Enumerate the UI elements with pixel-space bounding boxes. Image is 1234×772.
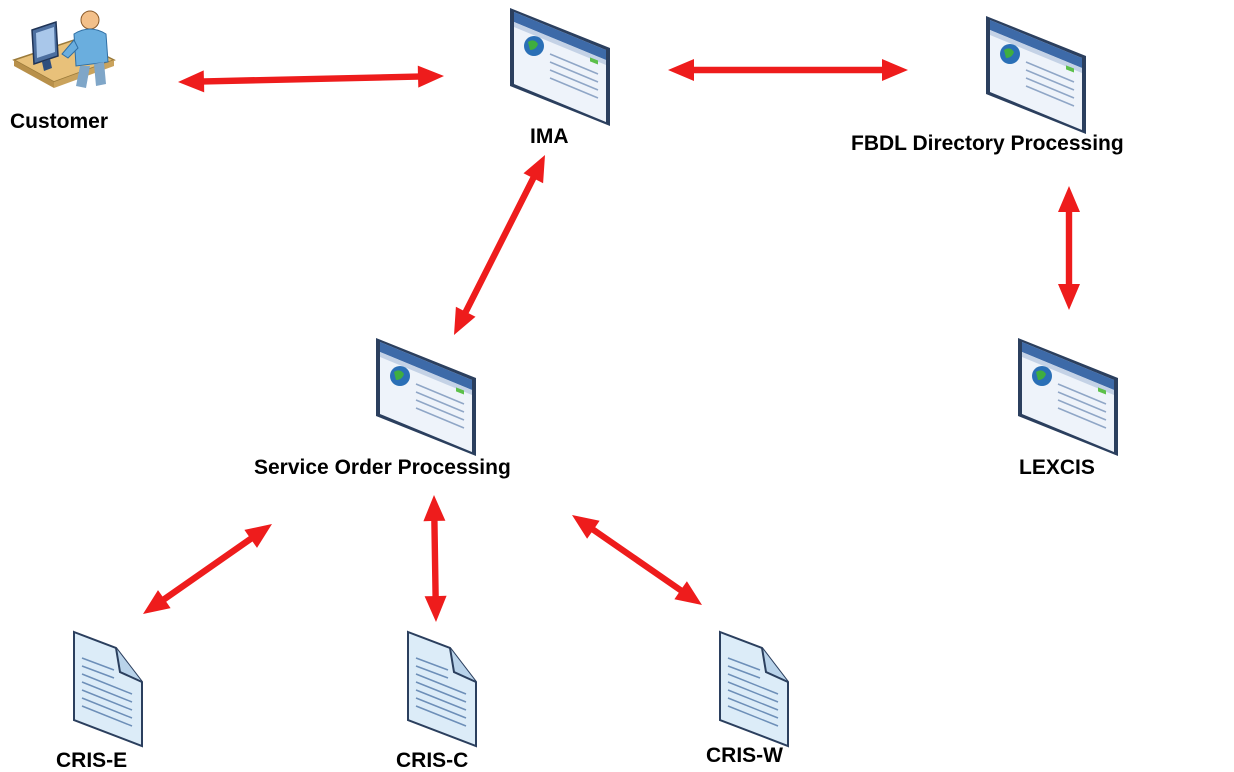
arrow-service-order-cris-e [143, 524, 272, 614]
node-label-customer: Customer [10, 110, 109, 133]
node-label-ima: IMA [530, 125, 569, 148]
node-label-cris-e: CRIS-E [56, 749, 128, 772]
document-icon [719, 631, 789, 747]
arrow-service-order-cris-w [572, 515, 702, 605]
arrow-fbdl-lexcis [1058, 186, 1080, 310]
web-application-icon [375, 337, 477, 457]
user-at-computer-icon [13, 10, 115, 89]
arrow-service-order-cris-c [423, 495, 447, 622]
web-application-icon [509, 7, 611, 127]
connections-layer [143, 59, 1080, 622]
node-label-fbdl: FBDL Directory Processing [851, 132, 1124, 155]
arrow-customer-ima [178, 65, 444, 93]
document-icon [73, 631, 143, 747]
node-label-service-order: Service Order Processing [254, 456, 511, 479]
arrow-ima-fbdl [668, 59, 908, 81]
node-label-cris-c: CRIS-C [396, 749, 469, 772]
node-label-cris-w: CRIS-W [706, 744, 783, 767]
node-label-lexcis: LEXCIS [1019, 456, 1095, 479]
arrow-ima-service-order [454, 155, 545, 335]
document-icon [407, 631, 477, 747]
web-application-icon [985, 15, 1087, 135]
web-application-icon [1017, 337, 1119, 457]
